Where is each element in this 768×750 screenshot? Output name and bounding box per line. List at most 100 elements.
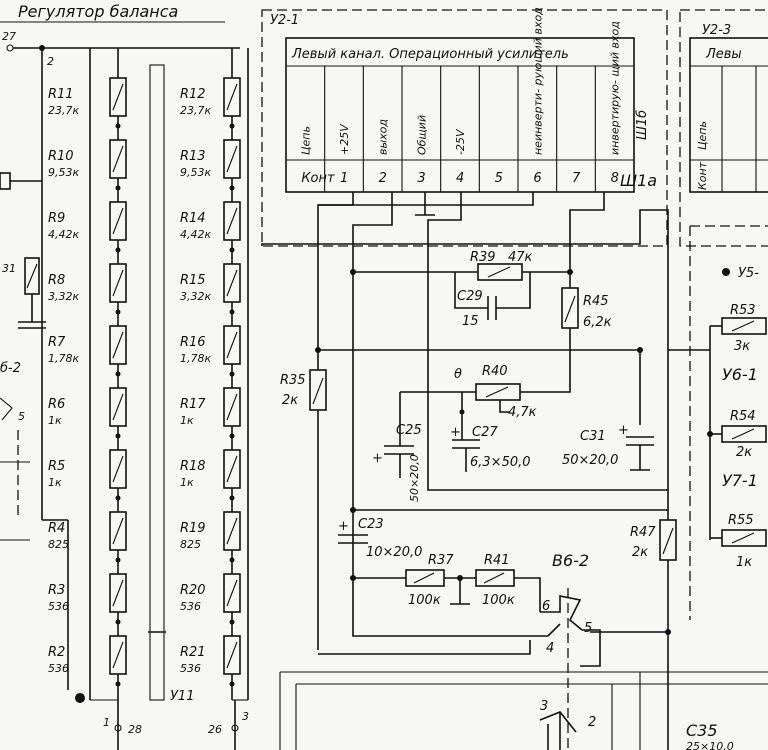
right-resistor-node-8 xyxy=(229,619,235,625)
table-pin-5: 5 xyxy=(495,171,503,186)
right-resistor-hatch-9 xyxy=(226,641,238,669)
left-resistor-ref-2: R9 xyxy=(48,211,65,226)
right-resistor-ref-1: R13 xyxy=(180,149,206,164)
table-pin-0: Конт xyxy=(301,171,335,186)
c31-plus: + xyxy=(618,423,629,438)
right-resistor-ref-5: R17 xyxy=(180,397,206,412)
sw-pin3: 3 xyxy=(540,699,548,714)
left-resistor-ref-0: R11 xyxy=(48,87,74,102)
pin-26-label: 26 xyxy=(208,723,222,736)
resistor-r37-r41: R37 100к R41 100к xyxy=(350,553,541,612)
edge-b62-label: б-2 xyxy=(0,361,21,376)
capacitor-c25: + C25 50×20,0 xyxy=(372,392,422,502)
resistor-r39: R39 47к xyxy=(470,250,533,281)
left-resistor-value-9: 536 xyxy=(48,662,69,675)
right-resistor-hatch-0 xyxy=(226,83,238,111)
left-resistor-ref-6: R5 xyxy=(48,459,65,474)
op-amp-panel-unit: У2-1 xyxy=(270,13,299,28)
right-resistor-ref-2: R14 xyxy=(180,211,206,226)
pin-3-label: 3 xyxy=(242,710,249,723)
table-col-label-8: инвертирую- щий вход xyxy=(609,21,622,155)
connector-sh1a-label: Ш1а xyxy=(620,171,657,190)
r37-ref: R37 xyxy=(428,553,454,568)
left-resistor-chain: R1123,7кR109,53кR94,42кR83,32кR71,78кR61… xyxy=(48,48,127,701)
table-pin-1: 1 xyxy=(340,171,348,186)
capacitor-c27: + C27 6,3×50,0 xyxy=(450,412,531,472)
c31-ref: C31 xyxy=(580,429,606,444)
left-resistor-ref-5: R6 xyxy=(48,397,65,412)
right-resistor-hatch-6 xyxy=(226,455,238,483)
r47-ref: R47 xyxy=(630,525,656,540)
right-resistor-ref-3: R15 xyxy=(180,273,206,288)
left-resistor-ref-9: R2 xyxy=(48,645,65,660)
r54-ref: R54 xyxy=(730,409,756,424)
r55-ref: R55 xyxy=(728,513,754,528)
left-resistor-value-2: 4,42к xyxy=(48,228,79,241)
sw-pin2: 2 xyxy=(588,715,596,730)
left-resistor-value-5: 1к xyxy=(48,414,62,427)
right-resistor-value-4: 1,78к xyxy=(180,352,211,365)
right-resistor-node-5 xyxy=(229,433,235,439)
edge-u5-label: У5- xyxy=(738,266,759,281)
bottom-pins: 1 28 26 3 xyxy=(103,700,249,750)
right-resistor-value-6: 1к xyxy=(180,476,194,489)
right-resistor-value-1: 9,53к xyxy=(180,166,211,179)
table-col-label-1: +25V xyxy=(338,123,351,155)
r40-ref: R40 xyxy=(482,364,508,379)
switch-b62: В6-2 6 5 4 xyxy=(318,551,601,750)
table-pin-2: 2 xyxy=(379,171,387,186)
resistor-r35: R35 2к xyxy=(280,369,327,411)
c25-value: 50×20,0 xyxy=(408,454,421,502)
right-resistor-node-7 xyxy=(229,557,235,563)
b62-pin5: 5 xyxy=(584,621,592,636)
left-resistor-value-4: 1,78к xyxy=(48,352,79,365)
c25-plus: + xyxy=(372,451,383,466)
left-resistor-node-9 xyxy=(115,681,121,687)
c27-value: 6,3×50,0 xyxy=(470,455,531,470)
left-resistor-value-3: 3,32к xyxy=(48,290,79,303)
switch-u11: У11 xyxy=(75,64,194,704)
c35-value: 25×10,0 xyxy=(686,740,734,750)
left-resistor-ref-7: R4 xyxy=(48,521,65,536)
edge-u71-label: У7-1 xyxy=(722,471,758,490)
r47-value: 2к xyxy=(632,545,648,560)
left-resistor-hatch-3 xyxy=(112,269,124,297)
r53-value: 3к xyxy=(734,339,750,354)
c27-ref: C27 xyxy=(472,425,498,440)
left-resistor-ref-8: R3 xyxy=(48,583,65,598)
left-resistor-value-1: 9,53к xyxy=(48,166,79,179)
r40-value: 4,7к xyxy=(508,405,537,420)
c23-ref: C23 xyxy=(358,517,384,532)
left-resistor-hatch-5 xyxy=(112,393,124,421)
c23-value: 10×20,0 xyxy=(366,545,422,560)
r45-value: 6,2к xyxy=(583,315,612,330)
r35-value: 2к xyxy=(282,393,298,408)
op-amp-panel-u23-unit: У2-3 xyxy=(702,23,731,38)
right-resistor-value-0: 23,7к xyxy=(180,104,211,117)
connector-sh1b-label: Ш1б xyxy=(635,110,650,140)
left-resistor-hatch-2 xyxy=(112,207,124,235)
table-col-label-6: неинверти- рующий вход xyxy=(531,7,544,155)
op-amp-panel-u23-col: Цепь xyxy=(696,121,709,150)
right-resistor-value-8: 536 xyxy=(180,600,201,613)
connector-27-label: 27 xyxy=(2,30,16,43)
c31-value: 50×20,0 xyxy=(562,453,618,468)
right-resistor-node-1 xyxy=(229,185,235,191)
c35-ref: C35 xyxy=(686,721,718,740)
left-resistor-node-3 xyxy=(115,309,121,315)
op-amp-panel-heading: Левый канал. Операционный усилитель xyxy=(291,47,569,62)
right-resistor-ref-9: R21 xyxy=(180,645,206,660)
capacitor-c29: C29 15 xyxy=(454,272,531,329)
c23-plus: + xyxy=(338,519,349,534)
bottom-wiring: 3 2 C35 25×10,0 xyxy=(279,671,768,750)
balance-regulator-title: Регулятор баланса xyxy=(18,2,178,21)
right-resistor-node-9 xyxy=(229,681,235,687)
r54-value: 2к xyxy=(736,445,752,460)
r45-ref: R45 xyxy=(583,294,609,309)
edge-pin5-label: 5 xyxy=(18,410,25,423)
resistor-r45: R45 6,2к xyxy=(520,272,612,393)
left-resistor-hatch-8 xyxy=(112,579,124,607)
c27-plus: + xyxy=(450,425,461,440)
c29-ref: C29 xyxy=(457,289,483,304)
right-resistor-hatch-2 xyxy=(226,207,238,235)
